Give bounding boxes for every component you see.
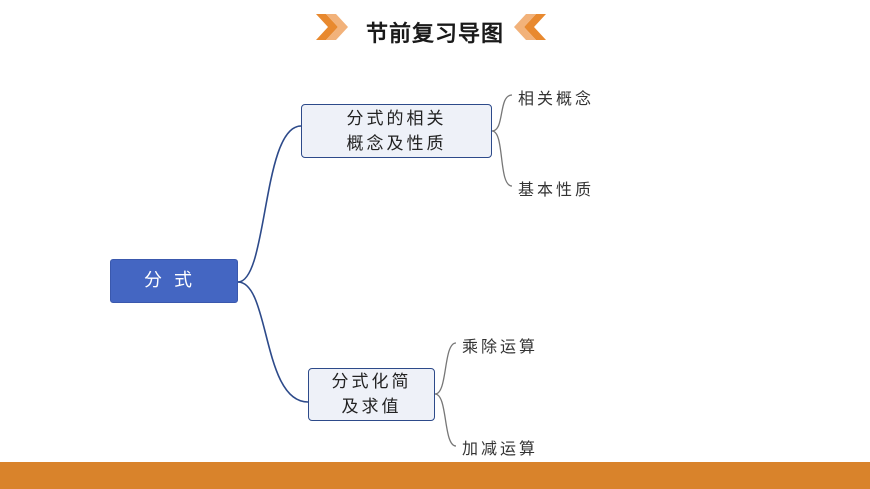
branch-node-label-line-1: 分式化简 [331, 372, 412, 392]
root-node[interactable]: 分式 [110, 259, 238, 303]
header: 节前复习导图 [0, 10, 870, 54]
branch-node-simplify-evaluate[interactable]: 分式化简 及求值 [308, 368, 435, 421]
branch-node-concepts-properties[interactable]: 分式的相关 概念及性质 [301, 104, 492, 158]
leaf-add-subtract[interactable]: 加减运算 [462, 439, 539, 458]
double-chevron-right-icon [316, 14, 348, 40]
connector-root-branch-1 [237, 125, 302, 283]
branch-node-label-line-2: 概念及性质 [346, 134, 447, 154]
footer-bar [0, 462, 870, 489]
connector-branch-1-leaf-1 [491, 94, 513, 132]
connector-branch-2-leaf-1 [434, 342, 457, 395]
branch-node-label-line-1: 分式的相关 [346, 109, 447, 129]
root-node-label: 分式 [144, 270, 204, 291]
leaf-basic-properties[interactable]: 基本性质 [518, 180, 595, 199]
page-title: 节前复习导图 [365, 22, 504, 47]
connector-branch-2-leaf-2 [434, 393, 457, 447]
leaf-related-concepts[interactable]: 相关概念 [518, 89, 595, 108]
leaf-multiply-divide[interactable]: 乘除运算 [462, 337, 539, 356]
connector-branch-1-leaf-2 [491, 130, 513, 187]
double-chevron-left-icon [514, 14, 546, 40]
branch-node-label-line-2: 及求值 [341, 397, 402, 417]
connector-root-branch-2 [237, 281, 309, 403]
